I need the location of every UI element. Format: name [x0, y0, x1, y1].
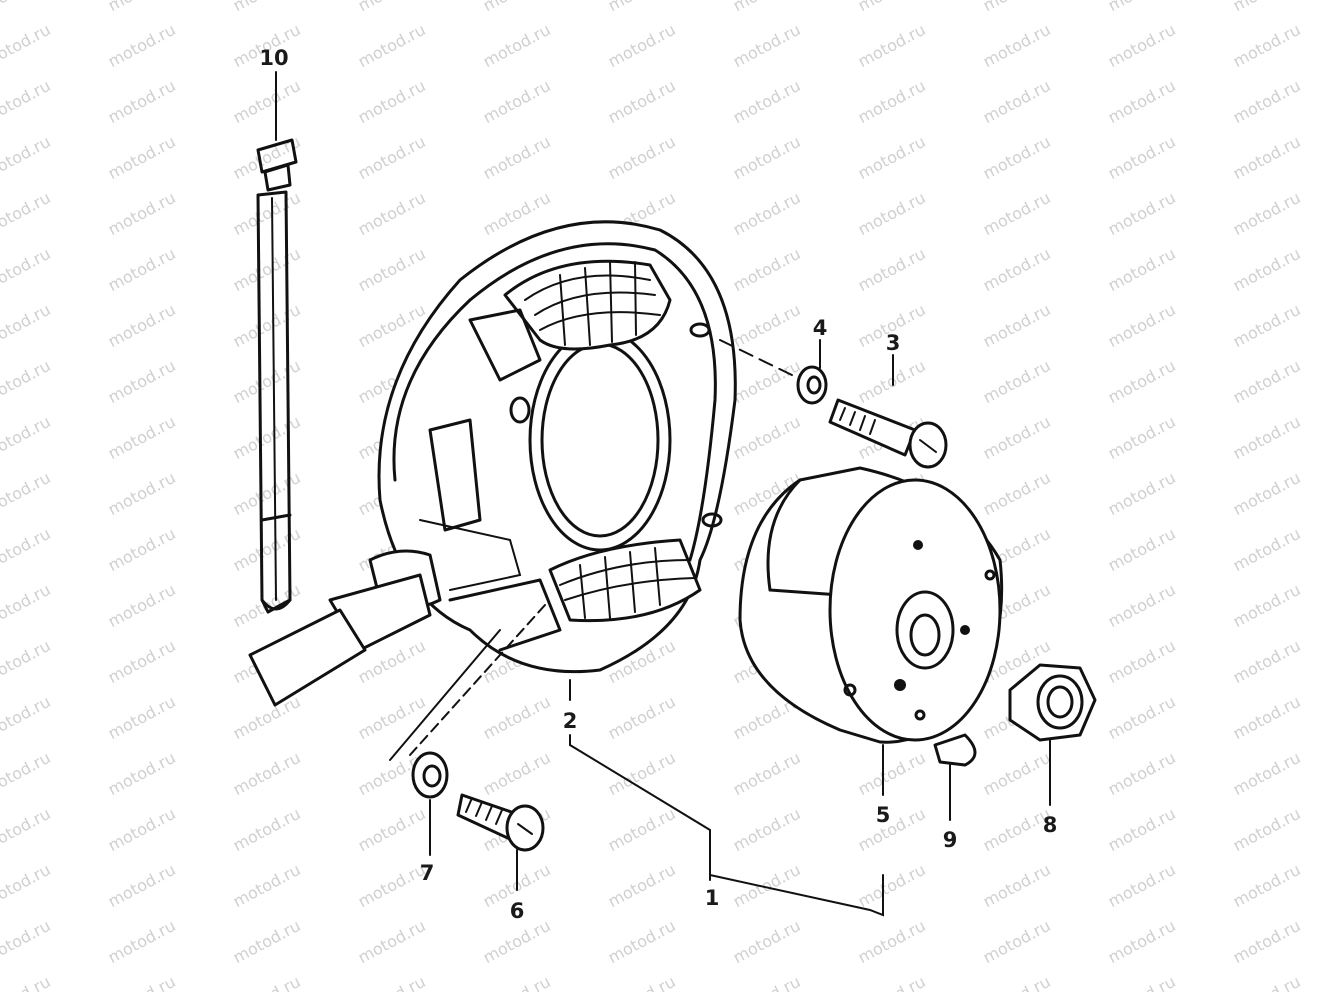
- part-7-washer: [411, 751, 449, 799]
- part-8-nut: [1008, 663, 1097, 742]
- part-10-rod: [256, 71, 298, 614]
- callouts: 10 4 3 2 5 9 8 7 6 1: [259, 46, 1057, 923]
- part-2-stator-plate: [248, 220, 737, 707]
- callout-9: 9: [943, 828, 958, 852]
- callout-2: 2: [563, 709, 578, 733]
- part-6-screw: [456, 793, 545, 852]
- callout-8: 8: [1043, 813, 1058, 837]
- part-4-washer: [796, 365, 828, 405]
- part-3-bolt: [828, 398, 948, 469]
- callout-5: 5: [876, 803, 891, 827]
- part-5-rotor: [738, 466, 1004, 744]
- callout-4: 4: [813, 316, 828, 340]
- callout-6: 6: [510, 899, 525, 923]
- callout-10: 10: [259, 46, 288, 70]
- callout-1: 1: [705, 886, 720, 910]
- callout-7: 7: [420, 861, 435, 885]
- leader-lines: [389, 339, 1051, 917]
- callout-3: 3: [886, 331, 901, 355]
- part-9-key: [933, 733, 977, 767]
